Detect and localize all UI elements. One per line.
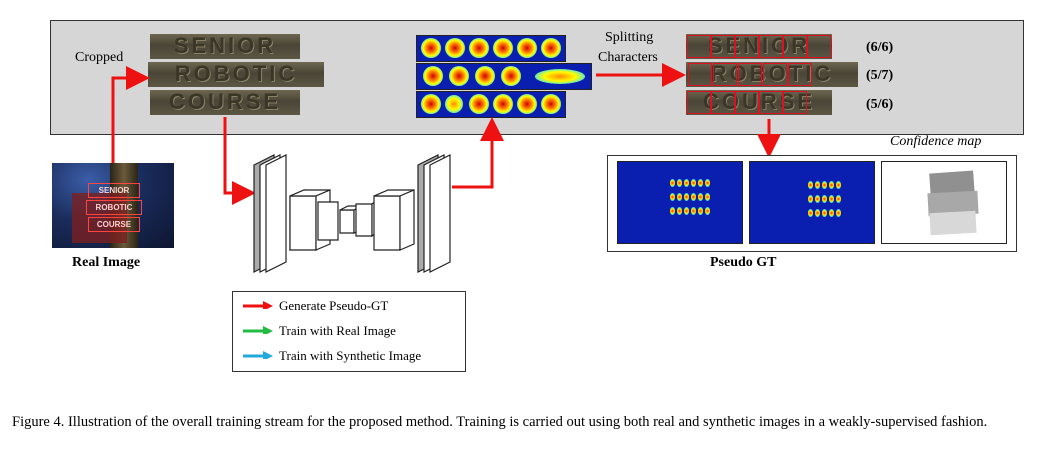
legend-item-real: Train with Real Image — [243, 323, 463, 339]
real-image: SENIOR ROBOTIC COURSE — [52, 163, 174, 248]
split-image-1: SENIOR — [686, 34, 832, 59]
heatmap-2 — [416, 63, 592, 90]
pseudo-gt-map-2 — [749, 161, 875, 244]
heatmap-1 — [416, 35, 566, 62]
confidence-map — [881, 161, 1007, 244]
figure-caption: Figure 4. Illustration of the overall tr… — [12, 414, 988, 430]
cropped-label: Cropped — [75, 50, 124, 65]
sign-word-1: SENIOR — [88, 183, 140, 198]
arrow-cropped-to-network — [223, 117, 256, 205]
legend-green-arrow-icon — [243, 326, 273, 334]
heatmap-3 — [416, 91, 566, 118]
legend: Generate Pseudo-GT Train with Real Image… — [232, 291, 466, 372]
crop-word-1: SENIOR — [173, 34, 277, 58]
pseudo-gt-label: Pseudo GT — [710, 255, 777, 270]
legend-label-real: Train with Real Image — [279, 323, 396, 338]
split-score-2: (5/7) — [866, 68, 894, 83]
split-word-3: COURSE — [702, 90, 816, 114]
arrow-network-to-heatmap — [452, 117, 504, 189]
crop-word-3: COURSE — [168, 90, 282, 114]
flow-diagram — [111, 63, 781, 273]
crop-image-3: COURSE — [150, 90, 300, 115]
split-score-1: (6/6) — [866, 40, 894, 55]
confidence-map-label: Confidence map — [890, 134, 982, 149]
splitting-label-line1: Splitting — [605, 30, 654, 45]
legend-red-arrow-icon — [243, 301, 273, 309]
crop-word-2: ROBOTIC — [174, 62, 298, 86]
legend-blue-arrow-icon — [243, 351, 273, 359]
pseudo-gt-map-1 — [617, 161, 743, 244]
split-score-3: (5/6) — [866, 97, 894, 112]
split-image-2: ROBOTIC — [686, 62, 858, 87]
sign-word-3: COURSE — [88, 217, 140, 232]
arrow-real-to-cropped — [111, 66, 150, 163]
split-word-2: ROBOTIC — [710, 62, 834, 86]
split-image-3: COURSE — [686, 90, 832, 115]
encoder-decoder-network — [253, 154, 451, 273]
splitting-label-line2: Characters — [598, 50, 658, 65]
sign-word-2: ROBOTIC — [86, 200, 142, 215]
legend-item-synthetic: Train with Synthetic Image — [243, 348, 463, 364]
legend-label-synthetic: Train with Synthetic Image — [279, 348, 422, 363]
crop-image-2: ROBOTIC — [148, 62, 324, 87]
legend-label-generate: Generate Pseudo-GT — [279, 298, 389, 313]
crop-image-1: SENIOR — [150, 34, 300, 59]
real-image-label: Real Image — [72, 255, 141, 270]
legend-item-generate: Generate Pseudo-GT — [243, 298, 463, 314]
